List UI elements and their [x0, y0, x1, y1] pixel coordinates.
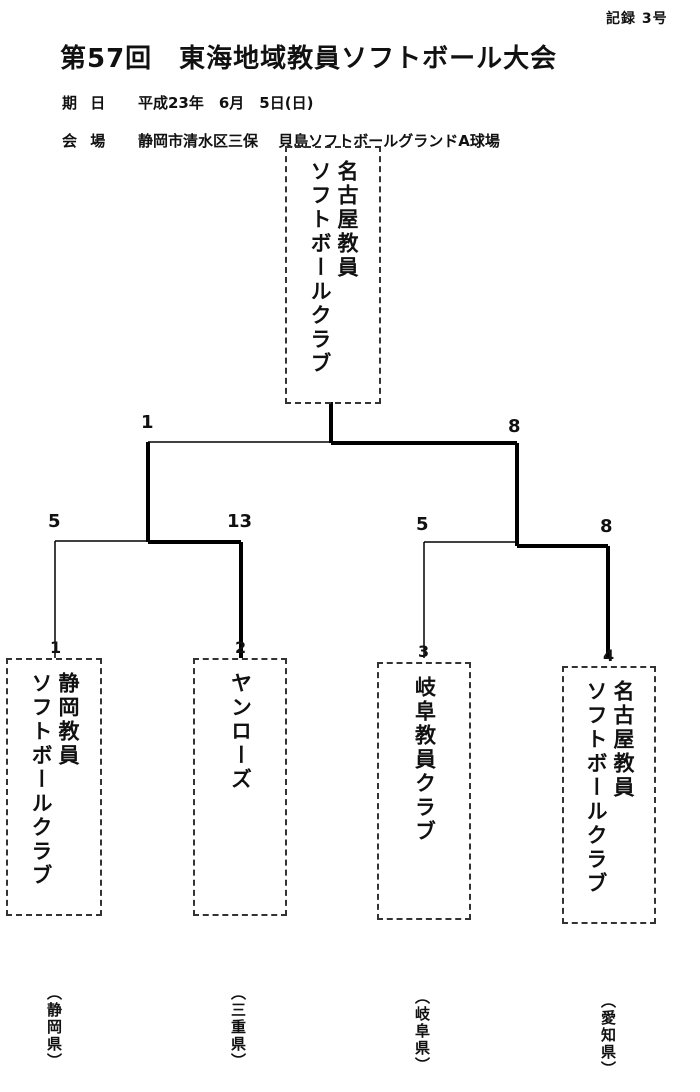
- final-left-score: 1: [141, 412, 154, 433]
- venue-value: 静岡市清水区三保 貝島ソフトボールグランドA球場: [138, 132, 500, 150]
- final-right-score: 8: [508, 416, 521, 437]
- team4-prefecture: （愛知県）: [599, 993, 617, 1078]
- team2-name-line1: ヤンローズ: [228, 672, 253, 792]
- team2-box: ヤンローズ: [193, 658, 287, 916]
- semi1-left-score: 5: [48, 511, 61, 532]
- team1-box: 静岡教員 ソフトボールクラブ: [6, 658, 102, 916]
- team4-seed: 4: [603, 646, 615, 665]
- date-label: 期 日: [62, 94, 110, 112]
- team3-name-line1: 岐阜教員クラブ: [412, 676, 437, 844]
- semi2-left-score: 5: [416, 514, 429, 535]
- team4-name-line1: 名古屋教員: [611, 680, 635, 800]
- date-value: 平成23年 6月 5日(日): [138, 94, 314, 112]
- team1-name-line1: 静岡教員: [56, 672, 80, 768]
- team4-name-line2: ソフトボールクラブ: [584, 680, 608, 896]
- team3-seed: 3: [418, 642, 430, 661]
- page-title: 第57回 東海地域教員ソフトボール大会: [60, 44, 558, 74]
- semi2-right-score: 8: [600, 516, 613, 537]
- venue-label: 会 場: [62, 132, 110, 150]
- champion-box: 名古屋教員 ソフトボールクラブ: [285, 146, 381, 404]
- champion-name-line1: 名古屋教員: [335, 160, 359, 280]
- semi1-right-score: 13: [227, 511, 253, 532]
- team1-prefecture: （静岡県）: [45, 985, 63, 1070]
- team2-seed: 2: [235, 638, 247, 657]
- team3-prefecture: （岐阜県）: [413, 989, 431, 1074]
- team1-seed: 1: [50, 638, 62, 657]
- team4-box: 名古屋教員 ソフトボールクラブ: [562, 666, 656, 924]
- team3-box: 岐阜教員クラブ: [377, 662, 471, 920]
- team2-prefecture: （三重県）: [229, 985, 247, 1070]
- team1-name-line2: ソフトボールクラブ: [29, 672, 53, 888]
- champion-name-line2: ソフトボールクラブ: [308, 160, 332, 376]
- record-number: 記録 3号: [606, 11, 668, 27]
